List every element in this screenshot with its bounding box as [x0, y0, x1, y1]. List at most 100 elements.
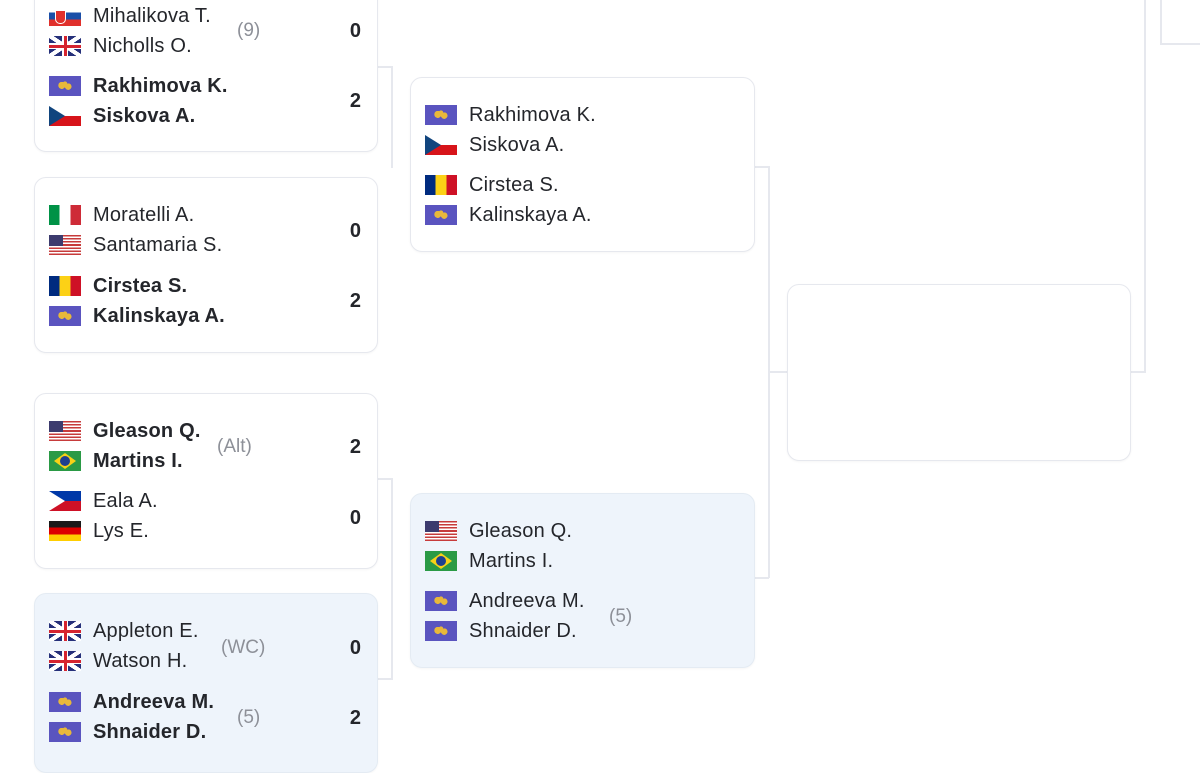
neutral-flag-icon	[49, 692, 81, 712]
player-name: Andreeva M.	[469, 589, 585, 612]
svk-flag-icon	[49, 6, 81, 26]
team-score: 2	[349, 706, 361, 729]
player-row: Eala A.	[49, 486, 158, 516]
match-card[interactable]: Appleton E. Watson H. (WC) 0 Andreeva M.…	[34, 593, 378, 773]
ita-flag-icon	[49, 205, 81, 225]
neutral-flag-icon	[49, 76, 81, 96]
bracket-connector	[378, 66, 392, 68]
bracket-connector	[1160, 43, 1200, 45]
seed-label: (5)	[609, 606, 633, 627]
player-row: Cirstea S.	[49, 271, 187, 301]
player-name: Shnaider D.	[469, 619, 577, 642]
empty-match-card[interactable]	[787, 284, 1131, 461]
player-row: Martins I.	[425, 546, 553, 576]
team-score: 2	[349, 89, 361, 112]
rou-flag-icon	[49, 276, 81, 296]
player-name: Cirstea S.	[93, 274, 188, 297]
bracket-connector	[391, 478, 393, 580]
team-score: 2	[349, 435, 361, 458]
neutral-flag-icon	[49, 722, 81, 742]
gbr-flag-icon	[49, 651, 81, 671]
team-score: 0	[349, 636, 361, 659]
player-row: Andreeva M.	[49, 687, 214, 717]
bracket-connector	[391, 66, 393, 168]
player-row: Andreeva M.	[425, 586, 585, 616]
player-name: Santamaria S.	[93, 233, 223, 256]
player-row: Gleason Q.	[49, 416, 201, 446]
player-row: Shnaider D.	[49, 717, 206, 747]
player-name: Siskova A.	[93, 104, 196, 127]
team-score: 0	[349, 19, 361, 42]
player-name: Shnaider D.	[93, 720, 207, 743]
usa-flag-icon	[49, 235, 81, 255]
cze-flag-icon	[425, 135, 457, 155]
player-name: Kalinskaya A.	[469, 203, 592, 226]
bracket-connector	[755, 166, 769, 168]
usa-flag-icon	[49, 421, 81, 441]
player-row: Siskova A.	[425, 130, 564, 160]
player-name: Martins I.	[93, 449, 183, 472]
bra-flag-icon	[425, 551, 457, 571]
neutral-flag-icon	[425, 205, 457, 225]
cze-flag-icon	[49, 106, 81, 126]
player-row: Santamaria S.	[49, 230, 222, 260]
player-row: Kalinskaya A.	[425, 200, 592, 230]
player-name: Watson H.	[93, 649, 188, 672]
ger-flag-icon	[49, 521, 81, 541]
player-name: Mihalikova T.	[93, 4, 211, 27]
player-name: Nicholls O.	[93, 34, 192, 57]
player-name: Siskova A.	[469, 133, 565, 156]
player-name: Andreeva M.	[93, 690, 215, 713]
gbr-flag-icon	[49, 621, 81, 641]
player-row: Moratelli A.	[49, 200, 194, 230]
team-score: 0	[349, 219, 361, 242]
player-name: Martins I.	[469, 549, 554, 572]
team-score: 0	[349, 506, 361, 529]
player-row: Cirstea S.	[425, 170, 559, 200]
seed-label: (WC)	[221, 637, 266, 658]
team-score: 2	[349, 289, 361, 312]
bracket-connector	[1160, 0, 1162, 44]
player-name: Lys E.	[93, 519, 150, 542]
player-name: Appleton E.	[93, 619, 199, 642]
gbr-flag-icon	[49, 36, 81, 56]
player-name: Kalinskaya A.	[93, 304, 225, 327]
player-row: Rakhimova K.	[425, 100, 596, 130]
player-name: Cirstea S.	[469, 173, 559, 196]
bra-flag-icon	[49, 451, 81, 471]
seed-label: (5)	[237, 707, 261, 728]
match-card[interactable]: Gleason Q. Martins I. Andreeva M. Shnaid…	[410, 493, 755, 668]
player-row: Appleton E.	[49, 616, 199, 646]
match-card[interactable]: Mihalikova T. Nicholls O. (9) 0 Rakhimov…	[34, 0, 378, 152]
phi-flag-icon	[49, 491, 81, 511]
player-name: Gleason Q.	[93, 419, 201, 442]
player-row: Watson H.	[49, 646, 187, 676]
rou-flag-icon	[425, 175, 457, 195]
player-row: Siskova A.	[49, 101, 195, 131]
player-name: Rakhimova K.	[93, 74, 228, 97]
player-name: Gleason Q.	[469, 519, 573, 542]
player-row: Rakhimova K.	[49, 71, 228, 101]
player-row: Nicholls O.	[49, 31, 192, 61]
neutral-flag-icon	[425, 621, 457, 641]
bracket-connector	[378, 678, 392, 680]
bracket-connector	[755, 577, 769, 579]
player-row: Shnaider D.	[425, 616, 577, 646]
neutral-flag-icon	[425, 105, 457, 125]
bracket-connector	[391, 580, 393, 680]
player-row: Mihalikova T.	[49, 1, 211, 31]
player-row: Gleason Q.	[425, 516, 572, 546]
player-name: Rakhimova K.	[469, 103, 596, 126]
usa-flag-icon	[425, 521, 457, 541]
player-row: Martins I.	[49, 446, 183, 476]
player-name: Moratelli A.	[93, 203, 195, 226]
player-row: Lys E.	[49, 516, 149, 546]
match-card[interactable]: Rakhimova K. Siskova A. Cirstea S. Kalin…	[410, 77, 755, 252]
bracket-connector	[769, 371, 787, 373]
bracket-connector	[378, 478, 392, 480]
seed-label: (Alt)	[217, 436, 252, 457]
player-name: Eala A.	[93, 489, 158, 512]
match-card[interactable]: Moratelli A. Santamaria S. 0 Cirstea S. …	[34, 177, 378, 353]
bracket-connector	[1131, 371, 1145, 373]
match-card[interactable]: Gleason Q. Martins I. (Alt) 2 Eala A. Ly…	[34, 393, 378, 569]
